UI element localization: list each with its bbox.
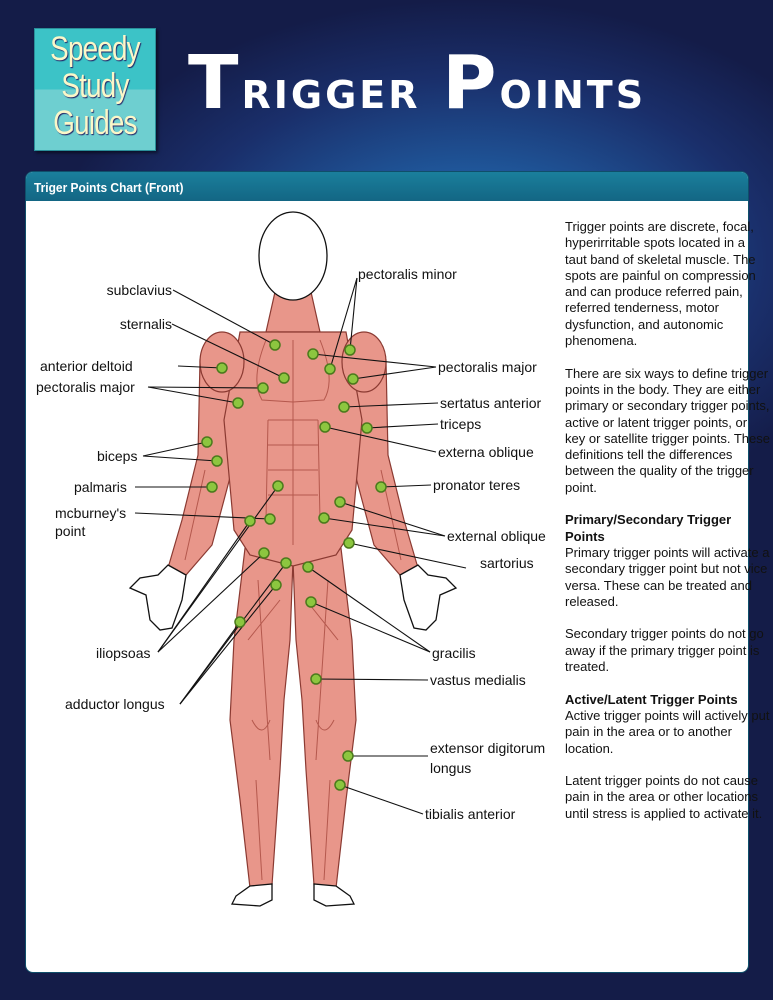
trigger-point	[302, 561, 314, 573]
trigger-point	[280, 557, 292, 569]
logo-line: Study	[61, 67, 129, 105]
label-anterior-deltoid: anterior deltoid	[40, 358, 133, 374]
label-iliopsoas: iliopsoas	[96, 645, 151, 661]
label-subclavius: subclavius	[106, 282, 172, 298]
title-word: rigger	[241, 58, 421, 121]
label-palmaris: palmaris	[74, 479, 127, 495]
trigger-point	[257, 382, 269, 394]
leader-lines	[134, 277, 467, 815]
trigger-point	[319, 421, 331, 433]
left-leg	[229, 539, 294, 889]
label-pronator-teres: pronator teres	[433, 477, 521, 493]
trigger-point	[342, 750, 354, 762]
right-deltoid	[341, 331, 387, 393]
trigger-point	[201, 436, 213, 448]
label-gracilis: gracilis	[432, 645, 476, 661]
right-leg	[292, 539, 357, 889]
label-pectoralis-minor: pectoralis minor	[358, 266, 457, 282]
panel-header: Triger Points Chart (Front)	[26, 172, 748, 201]
trigger-points	[201, 339, 387, 791]
trigger-point	[344, 344, 356, 356]
trigger-point	[211, 455, 223, 467]
trigger-point	[334, 779, 346, 791]
logo-line: Guides	[53, 104, 137, 142]
trigger-point	[307, 348, 319, 360]
right-foot	[313, 883, 356, 907]
label-pectoralis-major-right: pectoralis major	[438, 359, 537, 375]
head	[258, 211, 328, 301]
label-sertatus-anterior: sertatus anterior	[440, 395, 542, 411]
trigger-point	[361, 422, 373, 434]
trigger-point	[264, 513, 276, 525]
paragraph: There are six ways to define trigger poi…	[565, 365, 770, 495]
paragraph: Trigger points are discrete, focal, hype…	[565, 219, 756, 349]
label-vastus-medialis: vastus medialis	[430, 672, 526, 688]
trigger-point	[338, 401, 350, 413]
left-deltoid	[199, 331, 245, 393]
paragraph: Secondary trigger points do not go away …	[565, 626, 764, 675]
trigger-point	[324, 363, 336, 375]
trigger-point	[343, 537, 355, 549]
title-initial: T	[188, 40, 242, 126]
trigger-point	[234, 616, 246, 628]
right-hand	[399, 564, 458, 631]
logo-line: Speedy	[50, 30, 140, 68]
label-tibialis-anterior: tibialis anterior	[425, 806, 516, 822]
paragraph: Active trigger points will actively put …	[565, 707, 770, 756]
trigger-point	[244, 515, 256, 527]
label-sternalis: sternalis	[119, 316, 172, 332]
label-biceps: biceps	[97, 448, 138, 464]
trigger-point	[318, 512, 330, 524]
label-mcburney: mcburney's	[55, 505, 127, 521]
paragraph: Primary trigger points will activate a s…	[565, 544, 770, 609]
title-word: oints	[499, 58, 647, 121]
section-heading: Active/Latent Trigger Points	[565, 691, 738, 707]
label-adductor-longus: adductor longus	[65, 696, 165, 712]
info-text: Trigger points are discrete, focal, hype…	[565, 219, 770, 838]
trigger-point	[347, 373, 359, 385]
trigger-point	[269, 339, 281, 351]
trigger-point	[278, 372, 290, 384]
trigger-point	[272, 480, 284, 492]
label-extensor-digitorum: extensor digitorum	[430, 740, 546, 756]
trigger-point	[375, 481, 387, 493]
label-mcburney-point: point	[55, 523, 86, 539]
paragraph: Latent trigger points do not cause pain …	[565, 773, 763, 821]
trigger-point	[305, 596, 317, 608]
chart-panel: Triger Points Chart (Front)	[25, 171, 749, 973]
trigger-point	[258, 547, 270, 559]
speedy-study-guides-logo: Speedy Study Guides	[34, 28, 156, 151]
section-heading: Primary/Secondary Trigger Points	[565, 512, 732, 544]
trigger-point	[206, 481, 218, 493]
trigger-point	[310, 673, 322, 685]
trigger-point	[216, 362, 228, 374]
page-title: Trigger Points	[188, 46, 646, 120]
label-extensor-longus: longus	[430, 760, 472, 776]
label-externa-oblique: externa oblique	[438, 444, 534, 460]
label-sartorius: sartorius	[480, 555, 534, 571]
trigger-point	[232, 397, 244, 409]
label-pectoralis-major-left: pectoralis major	[36, 379, 135, 395]
title-initial: P	[442, 40, 500, 126]
left-foot	[230, 883, 273, 907]
trigger-point	[270, 579, 282, 591]
label-triceps: triceps	[440, 416, 482, 432]
panel-header-text: Triger Points Chart (Front)	[34, 180, 184, 195]
left-hand	[128, 564, 187, 631]
trigger-point	[334, 496, 346, 508]
label-external-oblique: external oblique	[447, 528, 546, 544]
